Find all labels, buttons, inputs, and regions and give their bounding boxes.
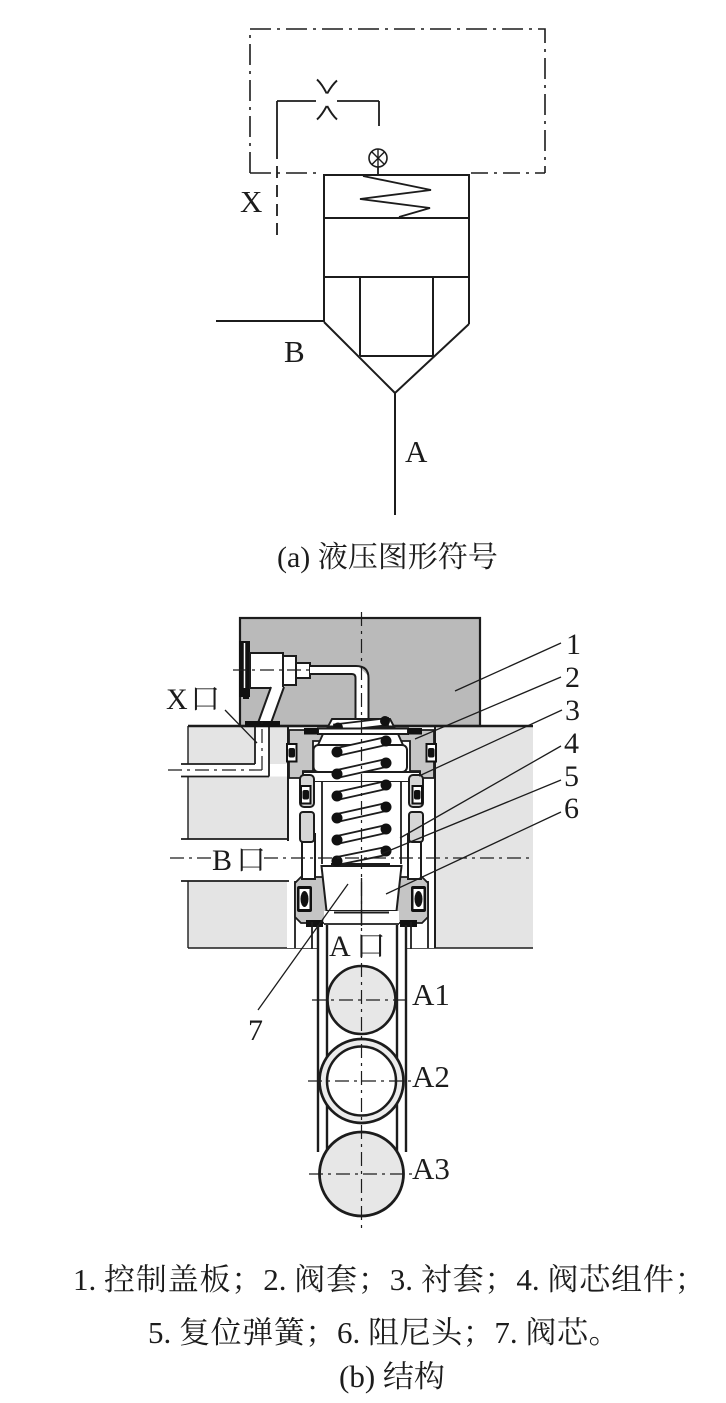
svg-text:4.: 4. <box>516 1262 539 1297</box>
svg-text:A: A <box>405 434 428 469</box>
svg-text:3: 3 <box>565 694 580 727</box>
svg-text:2: 2 <box>565 661 580 694</box>
svg-text:1: 1 <box>566 628 581 661</box>
svg-text:2.: 2. <box>263 1262 286 1297</box>
svg-text:X: X <box>240 184 262 219</box>
svg-text:1.: 1. <box>73 1262 96 1297</box>
svg-text:A2: A2 <box>412 1059 450 1094</box>
svg-text:B: B <box>212 844 232 877</box>
svg-text:5: 5 <box>564 760 579 793</box>
svg-text:6.: 6. <box>337 1315 360 1350</box>
svg-text:B: B <box>284 334 305 369</box>
svg-text:3.: 3. <box>390 1262 413 1297</box>
svg-text:7.: 7. <box>494 1315 517 1350</box>
svg-text:5.: 5. <box>148 1315 171 1350</box>
svg-text:(b): (b) <box>339 1359 375 1394</box>
svg-text:A1: A1 <box>412 977 450 1012</box>
svg-text:X: X <box>166 683 188 716</box>
svg-text:A: A <box>329 930 351 963</box>
svg-text:7: 7 <box>248 1014 263 1047</box>
svg-text:4: 4 <box>564 727 579 760</box>
svg-text:(a): (a) <box>277 541 310 574</box>
svg-text:A3: A3 <box>412 1151 450 1186</box>
svg-text:6: 6 <box>564 792 579 825</box>
